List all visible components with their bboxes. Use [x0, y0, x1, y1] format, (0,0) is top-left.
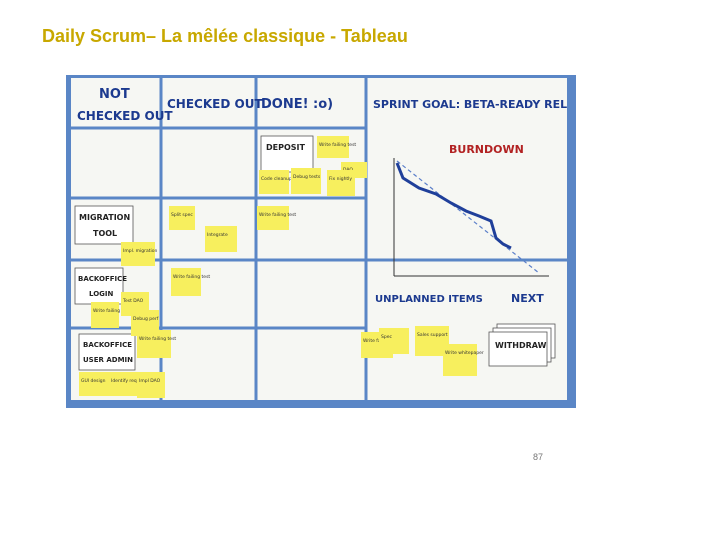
sticky-note: Write failing test	[317, 136, 356, 158]
svg-text:Debug perf: Debug perf	[133, 316, 159, 322]
sticky-note: Write failing test	[137, 330, 176, 358]
header-not-checked-out-2: CHECKED OUT	[77, 109, 173, 123]
sticky-note: Fix nightly	[327, 170, 355, 196]
story-card-withdraw: WITHDRAW	[489, 324, 555, 366]
sticky-note: Impl DAO	[137, 372, 165, 398]
svg-text:Test DAO: Test DAO	[122, 298, 144, 304]
slide-title: Daily Scrum– La mêlée classique - Tablea…	[42, 26, 408, 47]
header-not-checked-out-1: NOT	[99, 87, 130, 102]
sticky-note: Split spec	[169, 206, 195, 230]
board-surface: NOT CHECKED OUT CHECKED OUT DONE! :o) SP…	[71, 78, 567, 400]
burndown-title: BURNDOWN	[449, 143, 524, 156]
svg-text:Debug tests: Debug tests	[293, 174, 321, 180]
svg-text:Impl. migration: Impl. migration	[123, 248, 158, 254]
unplanned-items-label: UNPLANNED ITEMS	[375, 294, 483, 305]
svg-text:Spec: Spec	[381, 334, 392, 340]
sticky-note: Write whitepaper	[443, 344, 484, 376]
backoffice-user-label-1: BACKOFFICE	[83, 341, 132, 349]
svg-text:Fix nightly: Fix nightly	[329, 176, 352, 182]
svg-text:Impl DAO: Impl DAO	[139, 378, 161, 384]
page-number: 87	[533, 452, 543, 462]
story-card-backoffice-user-admin: BACKOFFICE USER ADMIN	[79, 334, 135, 370]
svg-text:Split spec: Split spec	[171, 212, 193, 218]
sticky-note: Code cleanup	[259, 170, 292, 194]
burndown-chart	[394, 158, 549, 276]
svg-text:Write whitepaper: Write whitepaper	[445, 350, 484, 356]
backoffice-login-label-1: BACKOFFICE	[78, 275, 127, 283]
sticky-note: Write failing test	[171, 268, 210, 296]
board-drawing: NOT CHECKED OUT CHECKED OUT DONE! :o) SP…	[71, 78, 567, 400]
svg-text:Write failing test: Write failing test	[259, 212, 296, 218]
deposit-label: DEPOSIT	[266, 143, 306, 152]
svg-text:Write failing test: Write failing test	[319, 142, 356, 148]
sticky-note: GUI design	[79, 372, 109, 396]
migration-label-1: MIGRATION	[79, 213, 130, 222]
svg-text:GUI design: GUI design	[81, 378, 106, 384]
svg-text:Integrate: Integrate	[207, 232, 228, 238]
story-card-backoffice-login: BACKOFFICE LOGIN	[75, 268, 127, 304]
next-label: NEXT	[511, 292, 544, 305]
header-done: DONE! :o)	[261, 97, 333, 112]
header-checked-out: CHECKED OUT	[167, 97, 263, 111]
sticky-note: Write failing test	[257, 206, 296, 230]
backoffice-user-label-2: USER ADMIN	[83, 356, 133, 364]
story-card-migration-tool: MIGRATION TOOL	[75, 206, 133, 244]
sticky-note: Debug tests	[291, 168, 321, 194]
withdraw-label: WITHDRAW	[495, 341, 547, 350]
svg-text:Write failing test: Write failing test	[139, 336, 176, 342]
migration-label-2: TOOL	[93, 229, 117, 238]
svg-text:Write failing test: Write failing test	[173, 274, 210, 280]
task-board-photo: NOT CHECKED OUT CHECKED OUT DONE! :o) SP…	[66, 75, 576, 408]
svg-text:Sales support: Sales support	[417, 332, 448, 338]
story-card-deposit: DEPOSIT	[261, 136, 313, 172]
header-sprint-goal: SPRINT GOAL: BETA-READY RELEASE!	[373, 98, 567, 111]
backoffice-login-label-2: LOGIN	[89, 290, 114, 298]
sticky-note: Integrate	[205, 226, 237, 252]
svg-text:Code cleanup: Code cleanup	[261, 176, 292, 182]
sticky-note: Impl. migration	[121, 242, 158, 266]
sticky-note: Spec	[379, 328, 409, 354]
